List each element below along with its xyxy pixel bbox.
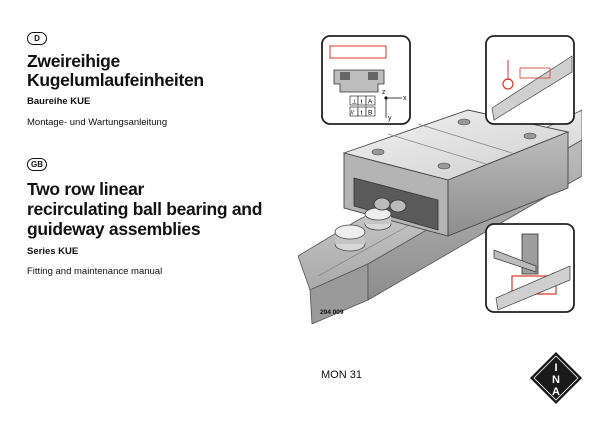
subtitle-de: Montage- und Wartungsanleitung — [27, 117, 168, 128]
ina-logo: I N A — [530, 352, 582, 404]
subtitle-gb: Fitting and maintenance manual — [27, 266, 163, 277]
ina-logo-letters: I N A — [552, 362, 560, 398]
axis-label-x: x — [403, 95, 407, 102]
tolerance-t-a: t — [361, 99, 363, 106]
title-gb-line1: Two row linear — [27, 179, 145, 199]
title-de-line1: Zweireihige — [27, 51, 120, 71]
axis-label-z: z — [382, 89, 386, 96]
axis-label-y: y — [388, 115, 392, 122]
tolerance-t-b: t — [361, 110, 363, 117]
title-gb-line3: guideway assemblies — [27, 219, 201, 239]
product-illustration: z x y ⊥ t A // t B 294 009 — [298, 35, 582, 324]
datum-b: B — [368, 110, 372, 117]
lang-badge-gb: GB — [27, 158, 47, 171]
logo-letter-a: A — [552, 386, 560, 398]
inset-cross-section: z x y ⊥ t A // t B — [321, 35, 411, 125]
ball-rollers — [334, 197, 407, 252]
logo-letter-i: I — [554, 362, 557, 374]
inset-mounting-screw — [485, 35, 575, 125]
lang-badge-de: D — [27, 32, 47, 45]
document-code: MON 31 — [321, 369, 362, 381]
title-de-line2: Kugelumlaufeinheiten — [27, 70, 204, 90]
inset-torque-wrench — [485, 223, 575, 313]
logo-letter-n: N — [552, 374, 560, 386]
title-gb-line2: recirculating ball bearing and — [27, 199, 263, 219]
datum-a: A — [368, 99, 373, 106]
figure-number: 294 009 — [320, 309, 344, 316]
symbol-perp: ⊥ — [352, 99, 358, 106]
symbol-parallel: // — [351, 111, 355, 117]
series-gb: Series KUE — [27, 246, 79, 257]
series-de: Baureihe KUE — [27, 96, 91, 107]
